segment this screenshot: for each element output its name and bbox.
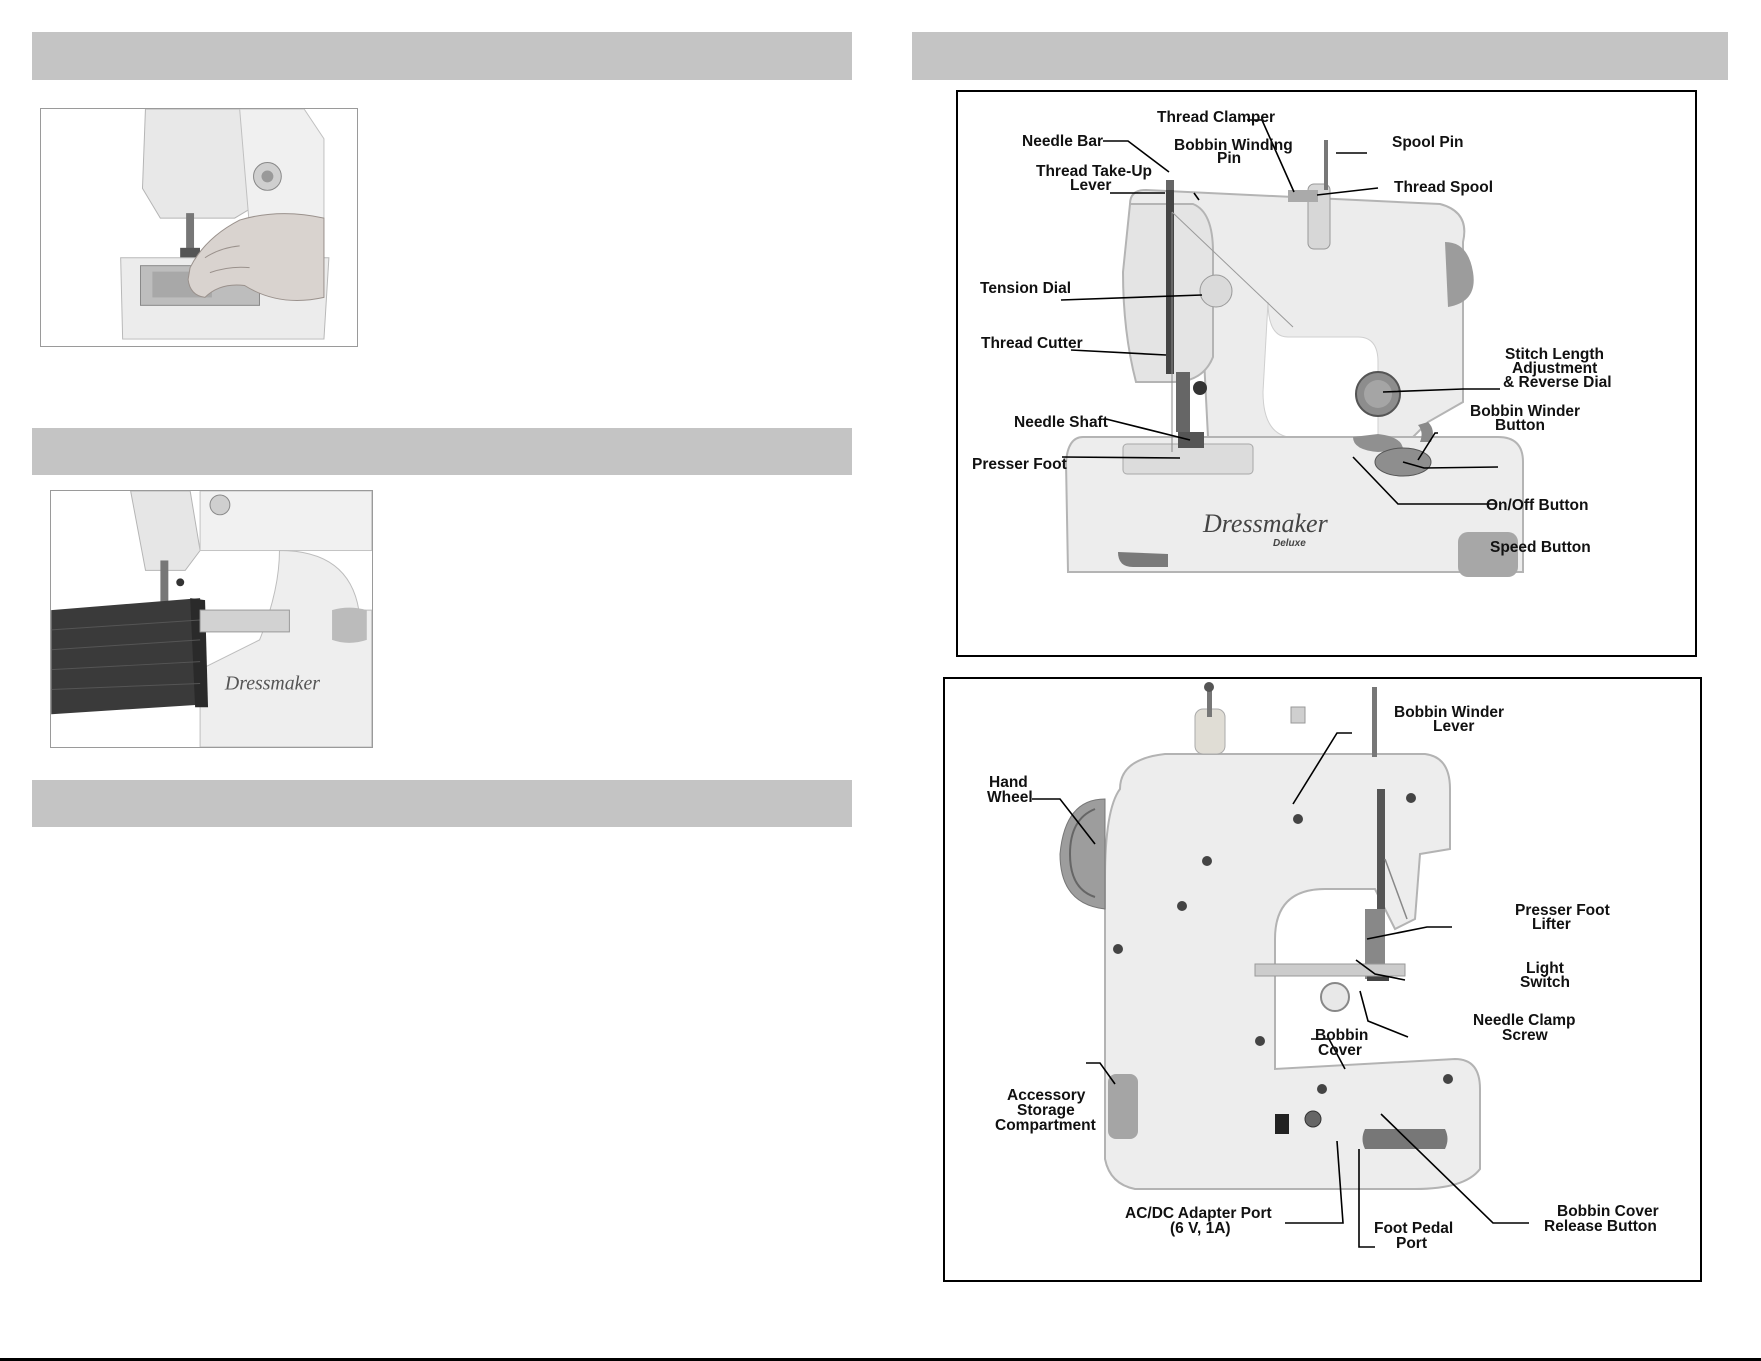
label-foot-pedal-2: Port xyxy=(1396,1235,1427,1252)
label-hand-wheel-1: Hand xyxy=(989,774,1028,791)
label-release-2: Release Button xyxy=(1544,1218,1657,1235)
sewing-sleeve-photo: Dressmaker xyxy=(50,490,373,748)
label-speed: Speed Button xyxy=(1490,539,1591,556)
front-leader-lines xyxy=(1060,119,1500,505)
label-spool-pin: Spool Pin xyxy=(1392,134,1463,151)
label-presser-lifter-2: Lifter xyxy=(1532,916,1571,933)
label-on-off: On/Off Button xyxy=(1486,497,1588,514)
label-bobbin-cover-1: Bobbin xyxy=(1315,1027,1368,1044)
label-stitch-2: Adjustment xyxy=(1512,360,1597,377)
back-machine-drawing xyxy=(1059,682,1481,1190)
label-stitch-1: Stitch Length xyxy=(1505,346,1604,363)
label-hand-wheel-2: Wheel xyxy=(987,789,1033,806)
front-machine-drawing: Dressmaker Deluxe xyxy=(1064,140,1524,577)
label-take-up-2: Lever xyxy=(1070,177,1111,194)
front-logo-sub: Deluxe xyxy=(1273,538,1306,549)
label-needle-clamp-1: Needle Clamp xyxy=(1473,1012,1576,1029)
label-bobbin-winding-pin-1: Bobbin Winding xyxy=(1174,137,1293,154)
label-bobbin-winder-button-1: Bobbin Winder xyxy=(1470,403,1580,420)
back-leader-lines xyxy=(1032,732,1529,1248)
label-presser-lifter-1: Presser Foot xyxy=(1515,902,1610,919)
label-release-1: Bobbin Cover xyxy=(1557,1203,1659,1220)
label-presser-foot: Presser Foot xyxy=(972,456,1067,473)
sleeve-photo-logo: Dressmaker xyxy=(224,672,320,694)
section-header-bar-3 xyxy=(32,780,852,827)
label-take-up-1: Thread Take-Up xyxy=(1036,163,1152,180)
section-header-bar-1 xyxy=(32,32,852,80)
label-bobbin-winding-pin-2: Pin xyxy=(1217,150,1241,167)
label-stitch-3: & Reverse Dial xyxy=(1503,374,1612,391)
front-view-diagram: Dressmaker Deluxe Needle Bar Thread Clam… xyxy=(956,90,1697,657)
label-accessory-1: Accessory xyxy=(1007,1087,1086,1104)
label-tension-dial: Tension Dial xyxy=(980,280,1071,297)
label-needle-clamp-2: Screw xyxy=(1502,1027,1549,1044)
back-view-svg: Bobbin Winder Lever Hand Wheel Presser F… xyxy=(987,682,1659,1252)
threading-photo xyxy=(40,108,358,347)
front-labels: Needle Bar Thread Clamper Bobbin Winding… xyxy=(972,109,1612,556)
label-light-switch-1: Light xyxy=(1526,960,1564,977)
label-bobbin-winder-lever-1: Bobbin Winder xyxy=(1394,704,1504,721)
label-light-switch-2: Switch xyxy=(1520,974,1570,991)
label-adapter-2: (6 V, 1A) xyxy=(1170,1220,1231,1237)
label-needle-shaft: Needle Shaft xyxy=(1014,414,1108,431)
label-accessory-3: Compartment xyxy=(995,1117,1096,1134)
front-view-svg: Dressmaker Deluxe Needle Bar Thread Clam… xyxy=(972,109,1612,577)
label-foot-pedal-1: Foot Pedal xyxy=(1374,1220,1453,1237)
section-header-bar-right xyxy=(912,32,1728,80)
threading-illustration xyxy=(41,109,357,346)
label-adapter-1: AC/DC Adapter Port xyxy=(1125,1205,1272,1222)
back-labels: Bobbin Winder Lever Hand Wheel Presser F… xyxy=(987,704,1659,1252)
label-thread-cutter: Thread Cutter xyxy=(981,335,1083,352)
label-bobbin-cover-2: Cover xyxy=(1318,1042,1362,1059)
label-thread-spool: Thread Spool xyxy=(1394,179,1493,196)
front-logo: Dressmaker xyxy=(1202,509,1329,538)
label-needle-bar: Needle Bar xyxy=(1022,133,1103,150)
label-bobbin-winder-button-2: Button xyxy=(1495,417,1545,434)
label-bobbin-winder-lever-2: Lever xyxy=(1433,718,1474,735)
bottom-rule xyxy=(0,1358,1761,1361)
back-view-diagram: Bobbin Winder Lever Hand Wheel Presser F… xyxy=(943,677,1702,1282)
label-thread-clamper: Thread Clamper xyxy=(1157,109,1275,126)
section-header-bar-2 xyxy=(32,428,852,475)
sleeve-illustration: Dressmaker xyxy=(51,491,372,747)
label-accessory-2: Storage xyxy=(1017,1102,1075,1119)
